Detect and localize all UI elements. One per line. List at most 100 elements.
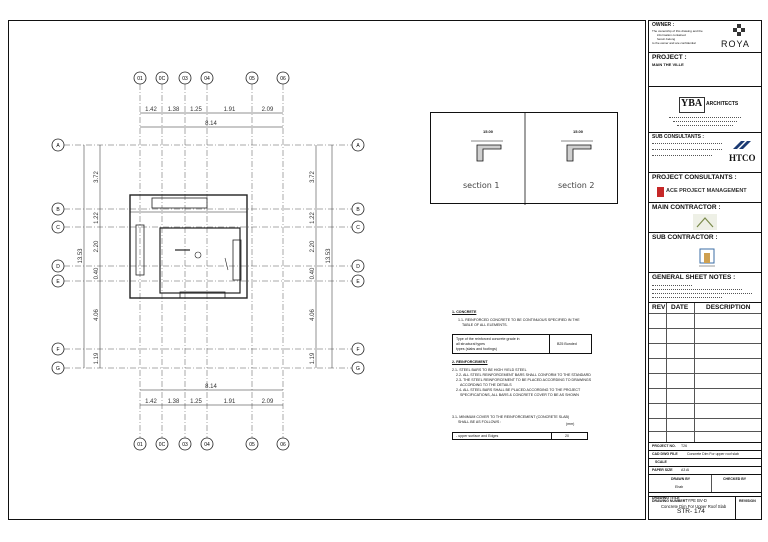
owner-line-2: information contained (657, 33, 686, 37)
main-contractor-logo-icon (693, 214, 717, 230)
grid-bubble-label: F (56, 347, 59, 353)
architect-logo-box (679, 97, 705, 113)
title-block: OWNER : The ownership of this drawing an… (648, 20, 762, 520)
grid-bubble (351, 259, 365, 273)
architect-brand-sub: ARCHITECTS (706, 101, 739, 107)
notes-cover-unit: (mm) (566, 422, 575, 426)
drawing-title-row: DRAWING TITLE TYPE BV-D Concrete Dim For… (649, 493, 761, 517)
architect-detail-line-1 (669, 117, 741, 118)
dim-top-label: 1.25 (190, 107, 202, 113)
beam-left (135, 224, 145, 276)
project-name: MAIN THE VILLE (652, 62, 684, 67)
grid-bubble-label: D (56, 264, 60, 270)
notes-table1-left-3: types (slabs and footings) (456, 347, 497, 351)
notes-concrete-line2: TABLE OF ALL ELEMENTS. (462, 323, 508, 327)
grid-bubble-label: 01 (137, 76, 143, 82)
grid-bubble (51, 202, 65, 216)
owner-logo-icon (733, 24, 745, 36)
dim-left-label: 1.22 (94, 212, 100, 224)
project-section: PROJECT : MAIN THE VILLE (649, 53, 761, 87)
owner-section: OWNER : The ownership of this drawing an… (649, 21, 761, 53)
notes-concrete-heading: 1- CONCRETE (452, 310, 477, 314)
sub-contractor-label: SUB CONTRACTOR : (652, 234, 718, 241)
rev-col-divider-1 (666, 303, 667, 442)
rev-row (649, 388, 761, 389)
drawn-checked-row: DRAWN BY CHECKED BY Ehab (649, 475, 761, 493)
grid-bubble (245, 71, 259, 85)
architect-detail-line-3 (677, 125, 733, 126)
drawn-by-label: DRAWN BY (671, 477, 691, 481)
sub-contractor-section: SUB CONTRACTOR : (649, 233, 761, 273)
architect-detail-line-2 (673, 121, 737, 122)
grid-bubble (351, 202, 365, 216)
architect-brand: YBA (681, 98, 703, 109)
sub-consultant-line-2 (652, 149, 722, 150)
grid-bubble-label: F (356, 347, 359, 353)
rev-row (649, 358, 761, 359)
project-consultants-section: PROJECT CONSULTANTS : ACE PROJECT MANAGE… (649, 173, 761, 203)
grid-bubble-label: 0C (159, 442, 166, 448)
beam-bottom (179, 291, 226, 299)
section-details-box: 15.00 15.00 section 1 section 2 (430, 112, 618, 205)
sub-consultants-label: SUB CONSULTANTS : (652, 134, 705, 140)
drawing-title-label: DRAWING TITLE (652, 496, 680, 500)
project-consultants-label: PROJECT CONSULTANTS : (652, 174, 737, 181)
notes-cover-line1: 3.1- MINIMUM COVER TO THE REINFORCEMENT … (452, 415, 570, 419)
rev-label: REV (652, 304, 666, 311)
cad-file-label: CAD DWG FILE (652, 452, 678, 456)
dim-bottom-label: 1.42 (145, 399, 157, 405)
grid-bubble (51, 259, 65, 273)
general-notes-line-1 (652, 285, 692, 286)
general-notes-line-3 (652, 293, 752, 294)
dim-right-label: 1.19 (310, 352, 316, 364)
general-notes-section: GENERAL SHEET NOTES : (649, 273, 761, 303)
section2-profile (566, 144, 592, 162)
section2-dim: 15.00 (573, 129, 584, 134)
grid-bubble (351, 220, 365, 234)
grid-bubble (351, 138, 365, 152)
dim-top-label: 2.09 (262, 107, 274, 113)
scale-row: SCALE (649, 459, 761, 467)
sub-consultant-line-3 (652, 155, 712, 156)
grid-bubble (51, 274, 65, 288)
sub-consultant-brand: HTCO (729, 153, 756, 163)
scale-label: SCALE (655, 460, 667, 464)
drawing-number-divider (735, 497, 736, 519)
drawn-by-value: Ehab (675, 485, 684, 489)
dim-top-label: 1.38 (168, 107, 180, 113)
notes-concrete-line1: 1.1- REINFORCED CONCRETE TO BE CONTINUOU… (458, 318, 580, 322)
dim-left-label: 1.19 (94, 352, 100, 364)
notes-table1-left-1: Type of the reinforced concrete grade in (456, 337, 520, 341)
grid-bubble-label: 06 (280, 442, 286, 448)
section-details-svg (471, 113, 593, 205)
revision-table: REV DATE DESCRIPTION (649, 303, 761, 443)
notes-reinf-line6: SPECIFICATIONS, ALL BARS & CONCRETE COVE… (460, 393, 579, 397)
rev-col-divider-2 (694, 303, 695, 442)
grid-bubble (200, 437, 214, 451)
drawing-number-row: DRAWING NUMBER REVISION STR- 174 (648, 496, 762, 520)
dim-bottom-label: 1.25 (190, 399, 202, 405)
sub-consultant-line-1 (652, 143, 722, 144)
dim-left-label: 4.06 (94, 309, 100, 321)
dim-right-label: 0.40 (310, 267, 316, 279)
project-no-label: PROJECT NO. (652, 444, 676, 448)
grid-bubble-label: G (356, 366, 360, 372)
grid-bubble-label: E (356, 279, 360, 285)
grid-bubble-label: E (56, 279, 60, 285)
grid-bubble (51, 220, 65, 234)
dim-bottom-label: 1.38 (168, 399, 180, 405)
rev-row (649, 403, 761, 404)
notes-cover-line2: SHALL BE AS FOLLOWS : (458, 420, 502, 424)
dim-total-bottom: 8.14 (205, 384, 217, 390)
notes-reinf-line3: 2.3- THE STEEL REINFORCEMENT TO BE PLACE… (456, 378, 592, 382)
section1-profile (476, 144, 502, 162)
dim-top-label: 1.91 (224, 107, 236, 113)
drawing-title-1: TYPE BV-D (685, 498, 707, 503)
grid-bubble (51, 342, 65, 356)
grid-bubble-label: A (356, 143, 360, 149)
notes-table2-left: - upper surface and Edges (456, 434, 499, 438)
